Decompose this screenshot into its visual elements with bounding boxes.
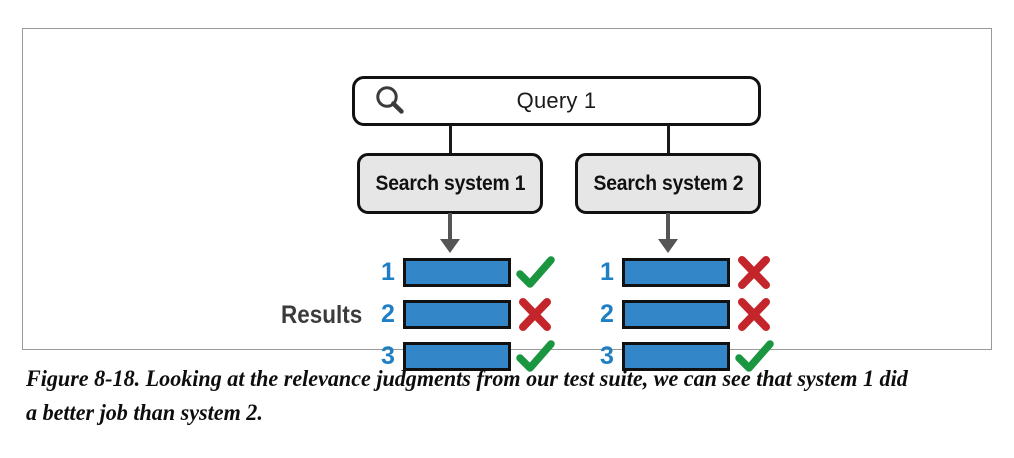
result-list-system-2: 1 2 3 xyxy=(600,255,775,383)
figure-frame: Query 1 Search system 1 Search system 2 … xyxy=(22,28,992,372)
rank-number: 2 xyxy=(381,300,395,328)
search-icon xyxy=(373,84,407,118)
query-box[interactable]: Query 1 xyxy=(352,76,761,126)
results-label: Results xyxy=(281,301,363,329)
cross-icon xyxy=(735,255,775,290)
result-row: 1 xyxy=(600,255,775,290)
result-bar xyxy=(622,300,730,329)
query-label: Query 1 xyxy=(516,88,597,113)
rank-number: 3 xyxy=(381,342,395,370)
search-system-1-box[interactable]: Search system 1 xyxy=(357,153,543,214)
connector-query-to-system-2 xyxy=(667,125,670,154)
arrow-head-system-2 xyxy=(658,239,678,253)
arrow-head-system-1 xyxy=(440,239,460,253)
result-row: 2 xyxy=(381,297,556,332)
result-bar xyxy=(403,342,511,371)
check-icon xyxy=(516,339,556,374)
result-row: 3 xyxy=(600,339,775,374)
search-system-1-label: Search system 1 xyxy=(375,171,525,195)
rank-number: 1 xyxy=(381,258,395,286)
result-list-system-1: 1 2 3 xyxy=(381,255,556,383)
result-bar xyxy=(622,258,730,287)
figure-caption: Figure 8-18. Looking at the relevance ju… xyxy=(26,366,908,426)
cross-icon xyxy=(735,297,775,332)
check-icon xyxy=(735,339,775,374)
arrow-system-1-to-results xyxy=(448,213,452,241)
search-system-2-box[interactable]: Search system 2 xyxy=(575,153,761,214)
result-row: 2 xyxy=(600,297,775,332)
result-row: 3 xyxy=(381,339,556,374)
check-icon xyxy=(516,255,556,290)
result-bar xyxy=(622,342,730,371)
result-bar xyxy=(403,300,511,329)
rank-number: 1 xyxy=(600,258,614,286)
connector-query-to-system-1 xyxy=(449,125,452,154)
arrow-system-2-to-results xyxy=(666,213,670,241)
rank-number: 3 xyxy=(600,342,614,370)
result-bar xyxy=(403,258,511,287)
rank-number: 2 xyxy=(600,300,614,328)
result-row: 1 xyxy=(381,255,556,290)
cross-icon xyxy=(516,297,556,332)
search-system-2-label: Search system 2 xyxy=(593,171,743,195)
